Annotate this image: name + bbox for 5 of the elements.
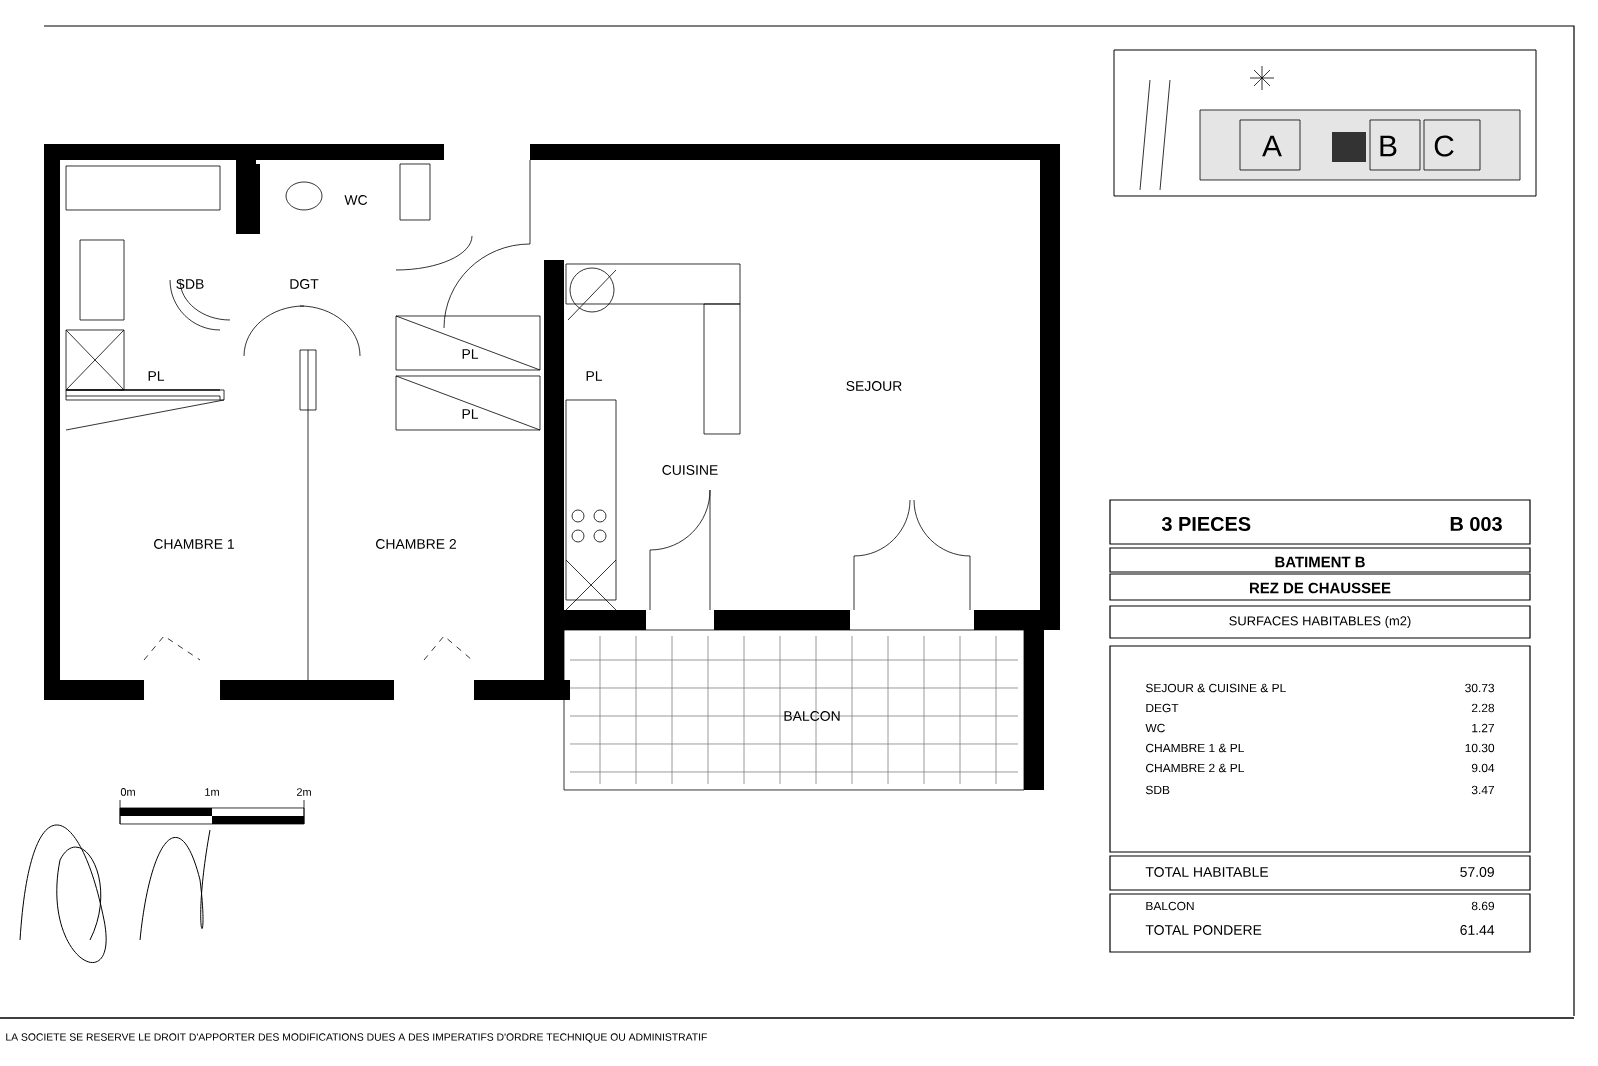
site-letter: C xyxy=(1434,135,1454,157)
site-letter: A xyxy=(1262,135,1282,157)
site-letter: B xyxy=(1380,135,1397,157)
table-heading: 3 PIECES xyxy=(1161,516,1251,532)
table-heading: B 003 xyxy=(1450,516,1502,532)
